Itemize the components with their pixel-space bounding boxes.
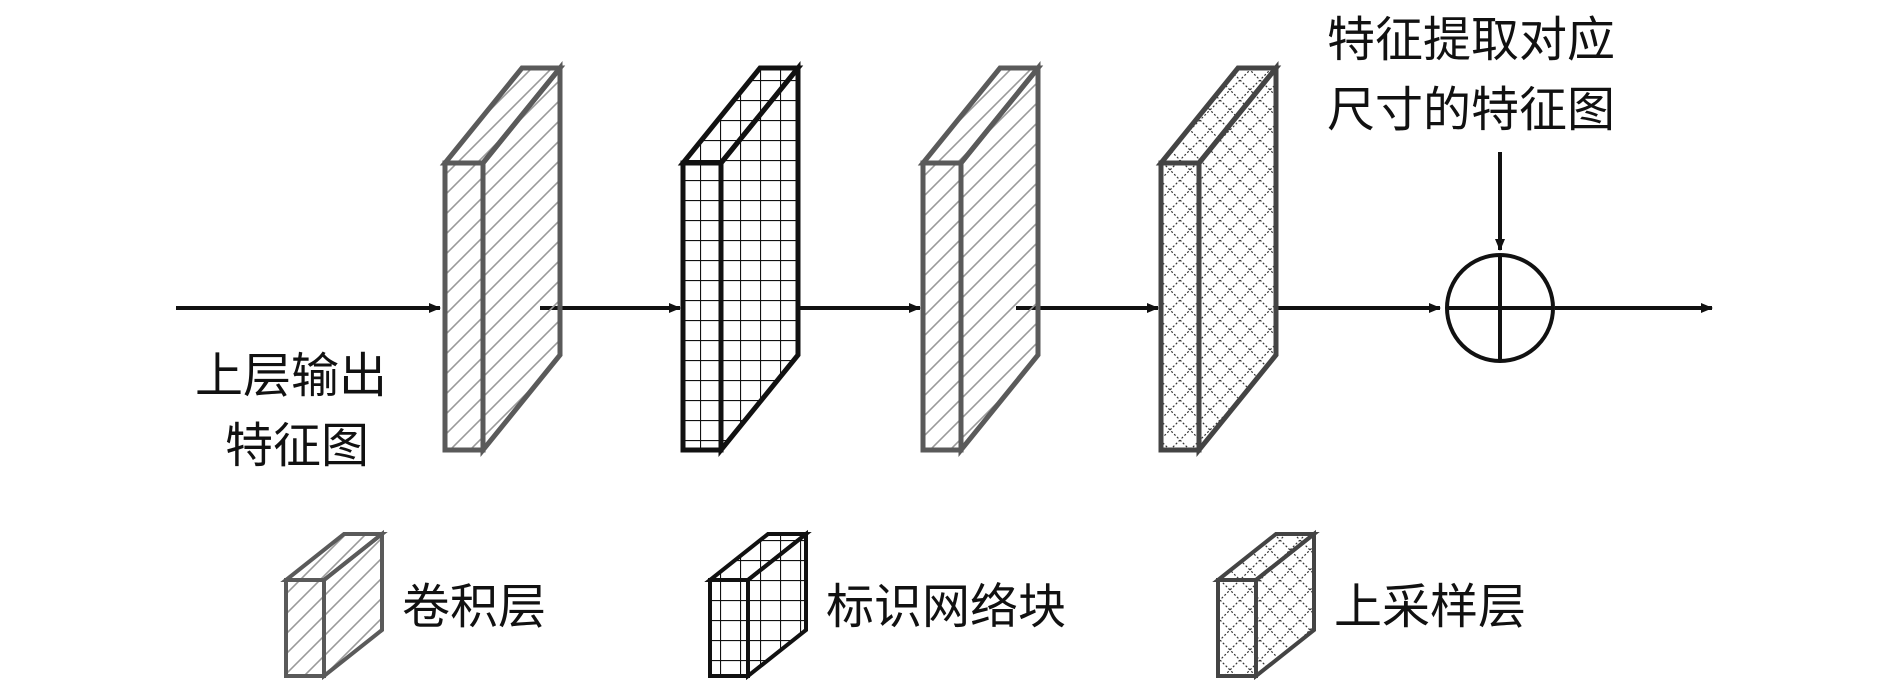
conv-layer-block-1	[439, 60, 566, 458]
identity-block	[677, 60, 804, 458]
skip-label-line1: 特征提取对应	[1327, 12, 1615, 68]
upsample-layer-block	[1155, 60, 1282, 458]
legend-identity-icon	[704, 529, 812, 680]
input-label-line2: 特征图	[225, 418, 369, 474]
legend-upsample-label: 上采样层	[1334, 579, 1526, 635]
legend-conv-icon	[280, 529, 388, 680]
legend-upsample-icon	[1212, 529, 1320, 680]
conv-layer-block-2	[917, 60, 1044, 458]
input-label-line1: 上层输出	[195, 348, 387, 404]
legend: 卷积层 标识网络块 上采样层	[280, 529, 1526, 680]
legend-identity-label: 标识网络块	[826, 579, 1066, 635]
legend-conv-label: 卷积层	[402, 579, 546, 635]
add-node	[1445, 253, 1555, 363]
skip-label-line2: 尺寸的特征图	[1327, 82, 1615, 138]
